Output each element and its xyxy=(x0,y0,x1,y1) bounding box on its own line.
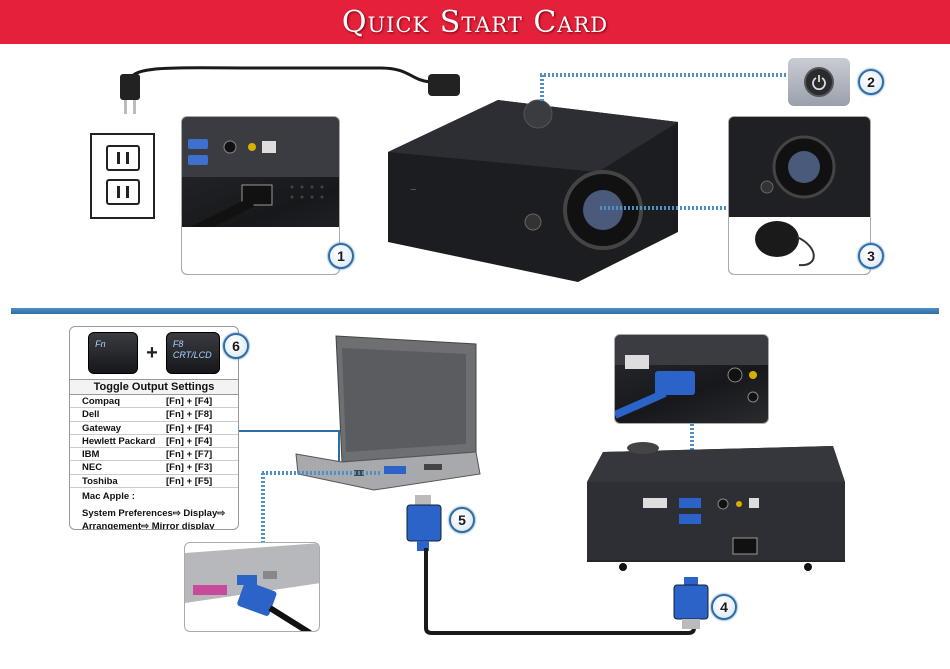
mac-title: Mac Apple : xyxy=(82,491,135,503)
key-combo-text: [Fn] + [F8] xyxy=(166,409,213,421)
key-combo-text: [Fn] + [F4] xyxy=(166,422,213,434)
step-6-badge: 6 xyxy=(223,333,249,359)
step-number: 1 xyxy=(337,248,345,264)
f8-key-label: F8 xyxy=(172,339,184,349)
key-combo-text: [Fn] + [F3] xyxy=(166,462,213,474)
toggle-table-title: Toggle Output Settings xyxy=(70,379,238,395)
step-number: 2 xyxy=(867,74,875,90)
connector-line xyxy=(540,73,544,101)
wall-outlet xyxy=(90,133,155,219)
step-number: 6 xyxy=(232,338,240,354)
key-combo-text: [Fn] + [F5] xyxy=(166,475,213,487)
laptop-port-photo xyxy=(184,542,320,632)
power-icon xyxy=(812,75,826,90)
key-combo-text: [Fn] + [F4] xyxy=(166,396,213,407)
brand-name: Compaq xyxy=(82,396,120,407)
key-combo-text: [Fn] + [F7] xyxy=(166,449,213,461)
rear-panel-power-photo xyxy=(181,116,340,275)
connector-line xyxy=(600,206,728,210)
table-row: Toshiba [Fn] + [F5] xyxy=(70,475,238,489)
projector-front-photo: ~ xyxy=(388,99,678,282)
lens-cap-photo xyxy=(728,116,871,275)
brand-name: Gateway xyxy=(82,422,122,434)
table-row: NEC [Fn] + [F3] xyxy=(70,461,238,475)
svg-text:~: ~ xyxy=(410,185,417,194)
vga-connector-4 xyxy=(673,577,709,629)
table-row: Hewlett Packard [Fn] + [F4] xyxy=(70,435,238,449)
key-combo: Fn + F8 CRT/LCD xyxy=(70,327,238,379)
projector-rear-photo xyxy=(587,442,845,571)
connector-line xyxy=(338,430,340,464)
table-row: Compaq [Fn] + [F4] xyxy=(70,395,238,409)
vga-connector-5 xyxy=(406,495,442,551)
table-row: IBM [Fn] + [F7] xyxy=(70,448,238,462)
crt-lcd-label: CRT/LCD xyxy=(172,350,212,360)
fn-key-label: Fn xyxy=(95,339,106,349)
f8-key: F8 CRT/LCD xyxy=(165,332,220,374)
power-button-photo xyxy=(788,58,850,106)
step-5-badge: 5 xyxy=(449,507,475,533)
connector-line xyxy=(540,73,786,77)
step-number: 5 xyxy=(458,512,466,528)
step-number: 3 xyxy=(867,248,875,264)
table-row: Gateway [Fn] + [F4] xyxy=(70,422,238,435)
mac-line-2: Arrangement⇨ Mirror display xyxy=(82,521,215,530)
table-row: Dell [Fn] + [F8] xyxy=(70,408,238,422)
connector-line xyxy=(239,430,339,432)
laptop-photo xyxy=(295,335,481,491)
connector-line xyxy=(262,471,380,475)
section-divider xyxy=(11,308,939,314)
brand-name: Dell xyxy=(82,409,100,421)
header-banner: Quick Start Card xyxy=(0,0,950,44)
toggle-output-card: Fn + F8 CRT/LCD Toggle Output Settings C… xyxy=(69,326,239,530)
fn-key: Fn xyxy=(88,332,139,374)
projector-port-photo xyxy=(614,334,769,424)
brand-name: IBM xyxy=(82,449,100,461)
step-2-badge: 2 xyxy=(858,69,884,95)
step-number: 4 xyxy=(720,599,728,615)
connector-line xyxy=(261,471,265,543)
brand-name: Toshiba xyxy=(82,475,118,487)
mac-line-1: System Preferences⇨ Display⇨ xyxy=(82,508,226,520)
brand-name: NEC xyxy=(82,462,103,474)
mac-instructions: Mac Apple : System Preferences⇨ Display⇨… xyxy=(70,488,238,530)
plus-sign: + xyxy=(146,341,158,364)
vga-cable xyxy=(424,548,696,635)
step-1-badge: 1 xyxy=(328,243,354,269)
step-3-badge: 3 xyxy=(858,243,884,269)
brand-name: Hewlett Packard xyxy=(82,435,156,447)
page-title: Quick Start Card xyxy=(341,4,609,40)
key-combo-text: [Fn] + [F4] xyxy=(166,435,213,447)
power-cord xyxy=(120,66,460,114)
step-4-badge: 4 xyxy=(711,594,737,620)
